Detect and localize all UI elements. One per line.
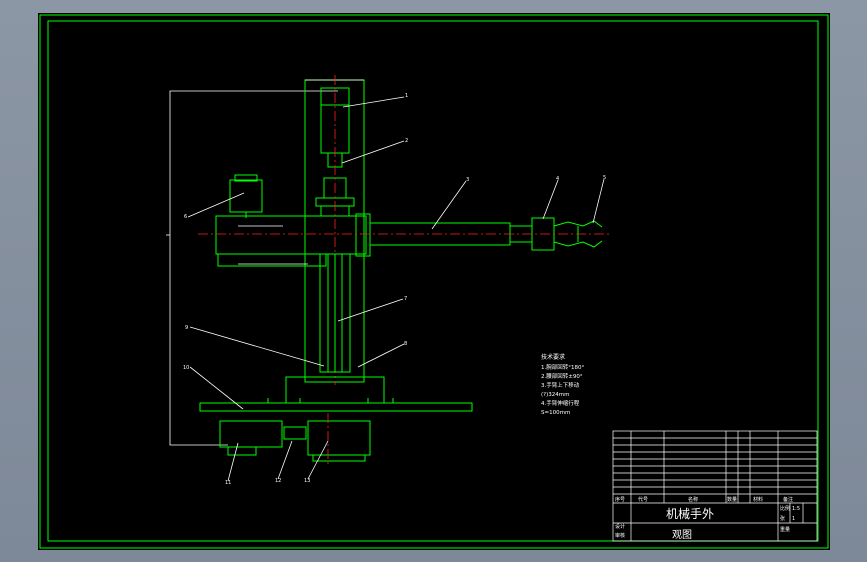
arm-lower-rail bbox=[217, 253, 327, 267]
pedestal bbox=[285, 376, 385, 404]
scale-value: 1:5 bbox=[792, 506, 800, 512]
drawing-view: 观图 bbox=[672, 529, 692, 541]
checker-label: 审核 bbox=[615, 532, 625, 539]
arm-flange bbox=[355, 213, 371, 257]
gearbox-foot bbox=[312, 454, 366, 462]
leader-6 bbox=[187, 192, 245, 218]
leader-7 bbox=[337, 298, 404, 322]
base-motor bbox=[219, 420, 283, 448]
parts-header-code: 代号 bbox=[638, 496, 648, 503]
gripper-lower bbox=[553, 240, 603, 248]
leader-9 bbox=[189, 326, 325, 367]
callout-9: 9 bbox=[185, 325, 188, 331]
title-block bbox=[612, 430, 818, 542]
callout-2: 2 bbox=[405, 138, 408, 144]
designer-label: 设计 bbox=[615, 523, 625, 530]
outer-frame bbox=[39, 14, 829, 549]
leader-3 bbox=[431, 180, 467, 230]
tech-line-3: 3.手臂上下移动 bbox=[541, 381, 580, 389]
parts-header-remark: 备注 bbox=[783, 496, 793, 503]
leader-8 bbox=[357, 343, 405, 368]
sheet-count: 1 bbox=[792, 516, 795, 522]
tech-title: 技术要求 bbox=[541, 353, 565, 361]
drawing-title: 机械手外 bbox=[666, 506, 714, 521]
leader-4 bbox=[542, 179, 559, 220]
callout-8: 8 bbox=[404, 341, 407, 347]
leader-11 bbox=[227, 442, 239, 482]
base-coupling bbox=[283, 426, 307, 440]
callout-6: 6 bbox=[184, 214, 187, 220]
tech-line-6: S=100mm bbox=[541, 410, 570, 416]
callout-4: 4 bbox=[556, 176, 559, 182]
parts-header-name: 名称 bbox=[688, 496, 698, 503]
leader-1 bbox=[342, 96, 405, 108]
callout-10: 10 bbox=[183, 365, 189, 371]
base-motor-foot bbox=[227, 446, 257, 456]
drawing-svg: 1 2 3 4 5 6 7 8 9 10 11 12 13 技术要求 1.腕部回… bbox=[39, 14, 829, 549]
arm-housing bbox=[215, 215, 367, 255]
leader-10 bbox=[189, 366, 244, 410]
leader-5 bbox=[592, 178, 605, 224]
base-gearbox bbox=[307, 420, 371, 456]
tech-line-4: (?)324mm bbox=[541, 392, 569, 398]
leader-12 bbox=[277, 440, 293, 480]
tech-line-5: 4.手臂伸缩行程 bbox=[541, 399, 580, 407]
leader-13 bbox=[307, 440, 329, 480]
callout-7: 7 bbox=[404, 296, 407, 302]
dimension-line-left bbox=[169, 90, 338, 446]
callout-3: 3 bbox=[466, 177, 469, 183]
base-plate bbox=[199, 402, 473, 412]
tech-line-2: 2.腰部回转±90° bbox=[541, 372, 583, 380]
scale-label: 比例 bbox=[780, 505, 790, 512]
callout-13: 13 bbox=[304, 478, 310, 484]
callout-12: 12 bbox=[275, 478, 281, 484]
side-motor bbox=[229, 179, 263, 213]
cad-drawing-canvas[interactable]: 1 2 3 4 5 6 7 8 9 10 11 12 13 技术要求 1.腕部回… bbox=[38, 13, 830, 550]
side-motor-cap bbox=[234, 174, 258, 182]
sheet-label: 张 bbox=[780, 515, 785, 522]
callout-5: 5 bbox=[603, 175, 606, 181]
inner-frame bbox=[47, 20, 819, 542]
callout-1: 1 bbox=[405, 93, 408, 99]
gripper-upper bbox=[553, 220, 603, 228]
tech-line-1: 1.腕部回转°180° bbox=[541, 363, 584, 371]
parts-header-material: 材料 bbox=[753, 496, 763, 503]
weight-label: 重量 bbox=[780, 526, 790, 533]
parts-header-qty: 数量 bbox=[727, 496, 737, 503]
callout-11: 11 bbox=[225, 480, 231, 486]
parts-header-no: 序号 bbox=[615, 496, 625, 503]
leader-2 bbox=[341, 140, 405, 164]
